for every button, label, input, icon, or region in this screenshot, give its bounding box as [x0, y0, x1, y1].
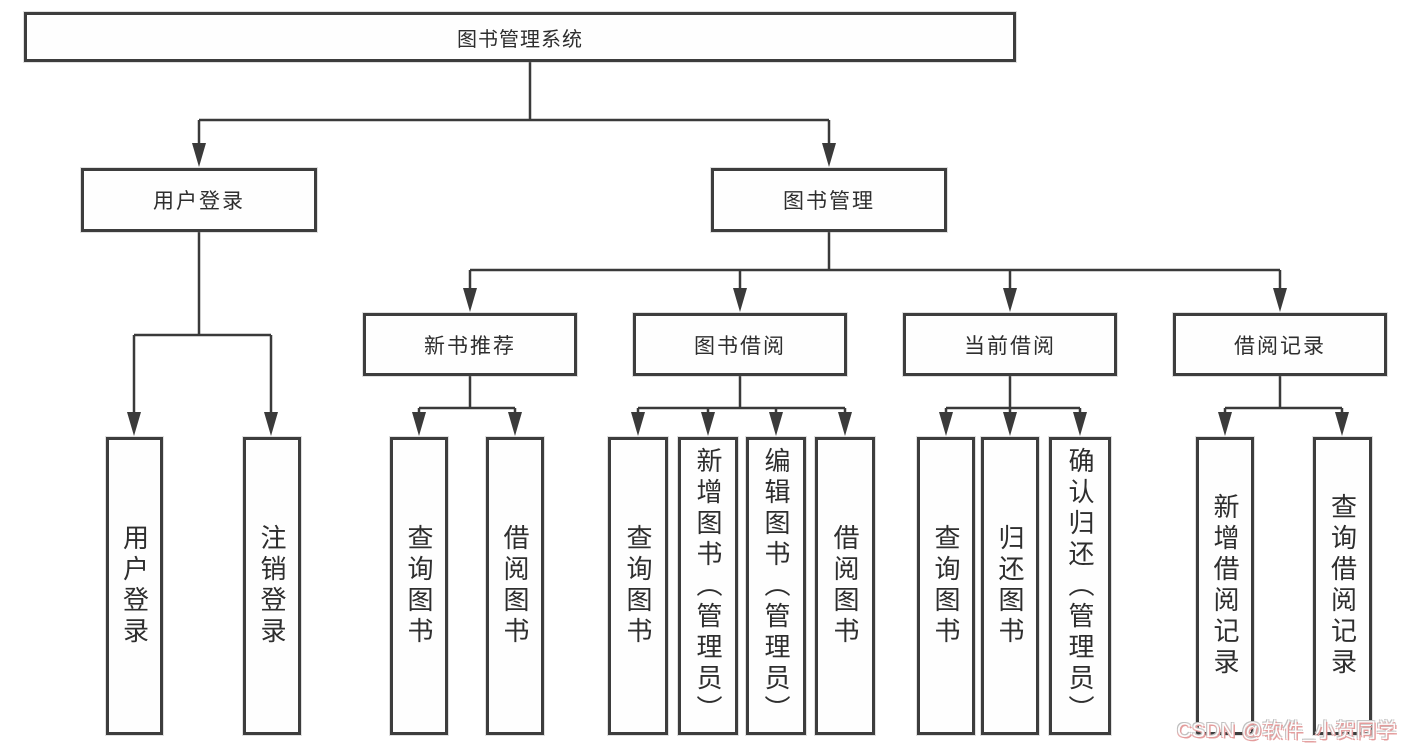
csdn-watermark: CSDN @软件_小贺同学 — [1176, 720, 1397, 742]
node-label: 借阅记录 — [1234, 334, 1326, 358]
leaf-label: 查询图书 — [623, 524, 653, 648]
leaf-label: 查询借阅记录 — [1327, 493, 1358, 679]
leaf-borrow-books-recommend: 借阅图书 — [486, 437, 544, 735]
leaf-borrow-books-borrowing: 借阅图书 — [815, 437, 875, 735]
node-label: 用户登录 — [153, 190, 245, 213]
node-book-management: 图书管理 — [711, 168, 947, 232]
node-library-management-system: 图书管理系统 — [24, 12, 1016, 62]
leaf-label: 借阅图书 — [500, 524, 530, 648]
node-current-borrowing: 当前借阅 — [903, 313, 1117, 376]
leaf-logout: 注销登录 — [243, 437, 301, 735]
node-user-login: 用户登录 — [81, 168, 317, 232]
leaf-label: 归还图书 — [995, 524, 1025, 648]
node-label: 当前借阅 — [964, 334, 1056, 358]
leaf-query-books-borrowing: 查询图书 — [608, 437, 668, 735]
leaf-label: 新增图书（管理员） — [693, 446, 723, 726]
leaf-query-borrow-record: 查询借阅记录 — [1313, 437, 1372, 735]
leaf-confirm-return-admin: 确认归还（管理员） — [1049, 437, 1111, 735]
leaf-query-books-current: 查询图书 — [917, 437, 975, 735]
leaf-label: 用户登录 — [119, 524, 150, 648]
leaf-return-book: 归还图书 — [981, 437, 1039, 735]
node-new-book-recommend: 新书推荐 — [363, 313, 577, 376]
leaf-label: 注销登录 — [257, 524, 287, 648]
leaf-label: 新增借阅记录 — [1210, 493, 1240, 679]
node-book-borrowing: 图书借阅 — [633, 313, 847, 376]
leaf-label: 确认归还（管理员） — [1065, 446, 1095, 726]
node-label: 新书推荐 — [424, 334, 516, 358]
leaf-add-borrow-record: 新增借阅记录 — [1196, 437, 1254, 735]
node-label: 图书管理 — [783, 190, 875, 213]
leaf-label: 借阅图书 — [830, 524, 860, 648]
node-label: 图书借阅 — [694, 334, 786, 358]
leaf-label: 查询图书 — [931, 524, 961, 648]
leaf-add-book-admin: 新增图书（管理员） — [678, 437, 738, 735]
node-label: 图书管理系统 — [457, 28, 583, 51]
leaf-user-login: 用户登录 — [106, 437, 163, 735]
leaf-query-books-recommend: 查询图书 — [390, 437, 448, 735]
leaf-edit-book-admin: 编辑图书（管理员） — [746, 437, 806, 735]
node-borrowing-records: 借阅记录 — [1173, 313, 1387, 376]
leaf-label: 查询图书 — [404, 524, 434, 648]
leaf-label: 编辑图书（管理员） — [761, 446, 791, 726]
